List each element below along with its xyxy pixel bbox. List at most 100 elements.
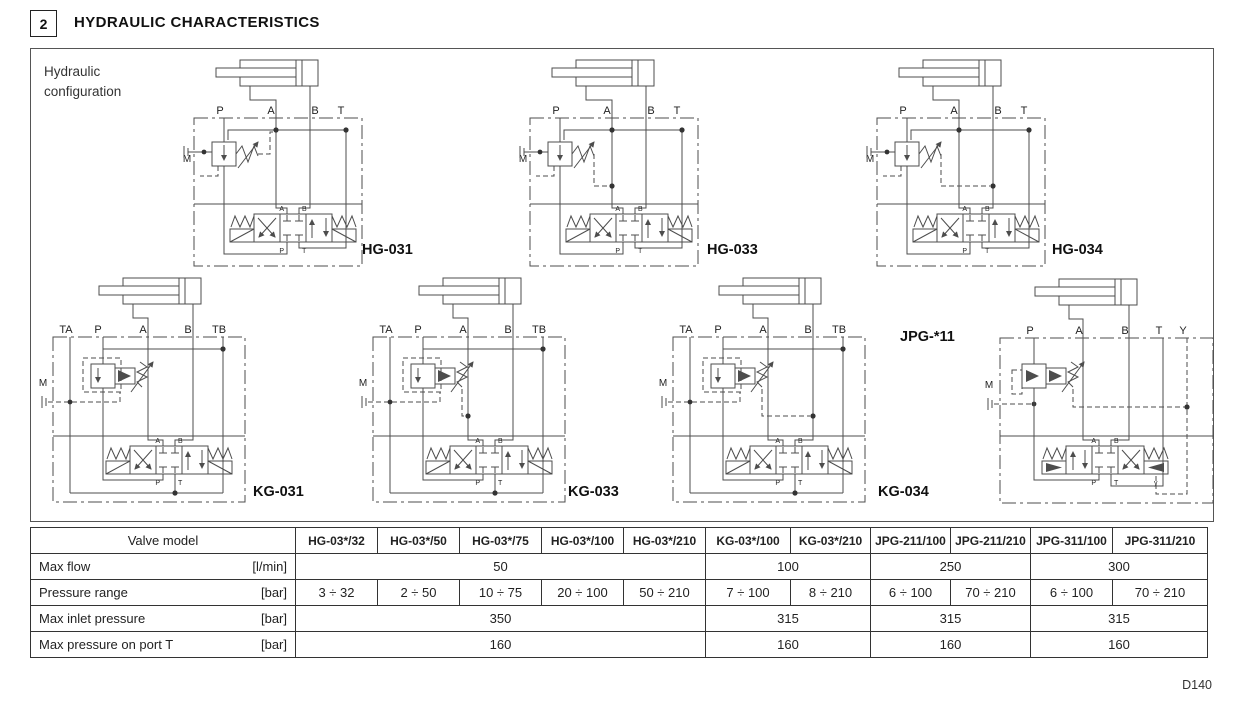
spec-table: Valve model HG-03*/32 HG-03*/50 HG-03*/7… (30, 527, 1208, 658)
manifold-outline (52, 336, 246, 503)
manifold-outline (999, 337, 1214, 504)
model-column-header: KG-03*/100 (705, 527, 791, 554)
port-label: Y (1179, 325, 1187, 337)
value-cell: 250 (870, 553, 1031, 580)
value-cell: 160 (870, 631, 1031, 658)
row-label-cell: Pressure range [bar] (30, 579, 296, 606)
port-label: TB (212, 324, 226, 336)
port-label: A (139, 324, 147, 336)
value-cell: 160 (1030, 631, 1208, 658)
valve-port-label: B (1114, 438, 1119, 445)
cylinder-symbol (215, 59, 319, 87)
gauge-port: M (519, 146, 555, 177)
model-column-header: JPG-211/210 (950, 527, 1031, 554)
row-unit: [bar] (260, 611, 287, 626)
valve-port-label: T (302, 248, 307, 255)
port-label: T (1021, 105, 1028, 117)
value-cell: 350 (295, 605, 706, 632)
gauge-port: M (183, 146, 219, 177)
value-cell: 160 (705, 631, 871, 658)
pressure-relief-valve (82, 357, 154, 393)
model-column-header: JPG-311/210 (1112, 527, 1208, 554)
value-cell: 300 (1030, 553, 1208, 580)
gauge-port: M (359, 378, 441, 408)
port-label: TA (379, 324, 393, 336)
port-label: TB (532, 324, 546, 336)
svg-text:M: M (985, 380, 993, 391)
model-column-header: HG-03*/210 (623, 527, 706, 554)
valve-port-label: B (302, 206, 307, 213)
value-cell: 50 (295, 553, 706, 580)
valve-port-label: P (962, 248, 967, 255)
value-cell: 315 (705, 605, 871, 632)
valve-port-label: A (615, 206, 620, 213)
gauge-port: M (866, 146, 902, 177)
value-cell: 3 ÷ 32 (295, 579, 378, 606)
page-title: HYDRAULIC CHARACTERISTICS (74, 14, 320, 31)
model-label-kg-033: KG-033 (568, 484, 619, 500)
directional-valve-symbol (106, 446, 232, 474)
valve-port-label: T (798, 480, 803, 487)
diagram-kg-034: TA P A B TB M A B P T (659, 277, 866, 503)
port-label: B (504, 324, 511, 336)
port-label: TA (59, 324, 73, 336)
pressure-reducing-valve (894, 141, 942, 169)
port-label: T (338, 105, 345, 117)
manifold-outline (529, 117, 699, 267)
section-number: 2 (39, 15, 48, 32)
table-corner-cell: Valve model (30, 527, 296, 554)
valve-port-label: A (962, 206, 967, 213)
figure-caption: Hydraulic configuration (44, 64, 122, 99)
port-label: P (552, 105, 559, 117)
port-label: TA (679, 324, 693, 336)
svg-text:M: M (39, 378, 47, 389)
pressure-relief-valve (402, 357, 474, 393)
valve-port-label: P (155, 480, 160, 487)
model-column-header: HG-03*/100 (541, 527, 624, 554)
valve-port-label: B (178, 438, 183, 445)
pressure-relief-valve (702, 357, 774, 393)
diagram-hg-033: P A B T M A B P T (519, 59, 699, 267)
page-code: D140 (1182, 678, 1212, 692)
directional-valve-symbol (1042, 446, 1168, 474)
cylinder-symbol (1034, 278, 1138, 306)
valve-port-label: B (638, 206, 643, 213)
svg-text:M: M (659, 378, 667, 389)
model-label-kg-034: KG-034 (878, 484, 929, 500)
gauge-port: M (985, 380, 1037, 410)
diagram-kg-033: TA P A B TB M A B P T (359, 277, 566, 503)
svg-text:M: M (183, 154, 191, 165)
pilot-line (761, 389, 810, 417)
value-cell: 315 (1030, 605, 1208, 632)
value-cell: 6 ÷ 100 (870, 579, 951, 606)
row-label: Max flow (39, 559, 91, 574)
port-label: P (216, 105, 223, 117)
row-label-cell: Max pressure on port T [bar] (30, 631, 296, 658)
valve-port-label: T (498, 480, 503, 487)
gauge-port: M (39, 378, 121, 408)
cylinder-symbol (551, 59, 655, 87)
valve-port-label: T (638, 248, 643, 255)
row-unit: [bar] (260, 585, 287, 600)
directional-valve-symbol (726, 446, 852, 474)
model-label-hg-034: HG-034 (1052, 242, 1103, 258)
table-row-max-port-t: Max pressure on port T [bar] 160 160 160… (30, 631, 1208, 658)
pressure-reducing-valve (547, 141, 595, 169)
port-label: A (759, 324, 767, 336)
directional-valve-symbol (913, 214, 1039, 242)
manifold-outline (876, 117, 1046, 267)
cylinder-symbol (898, 59, 1002, 87)
manifold-outline (372, 336, 566, 503)
directional-valve-symbol (426, 446, 552, 474)
port-label: T (674, 105, 681, 117)
diagram-hg-034: P A B T M A B P T (866, 59, 1046, 267)
valve-port-label: B (798, 438, 803, 445)
table-row-max-flow: Max flow [l/min] 50 100 250 300 (30, 553, 1208, 580)
pressure-reducing-valve (211, 141, 259, 169)
model-column-header: KG-03*/210 (790, 527, 871, 554)
port-label: A (1075, 325, 1083, 337)
pilot-line (258, 131, 274, 155)
diagram-hg-031: P A B T M A B P T (183, 59, 363, 267)
model-column-header: JPG-311/100 (1030, 527, 1113, 554)
port-label: B (184, 324, 191, 336)
